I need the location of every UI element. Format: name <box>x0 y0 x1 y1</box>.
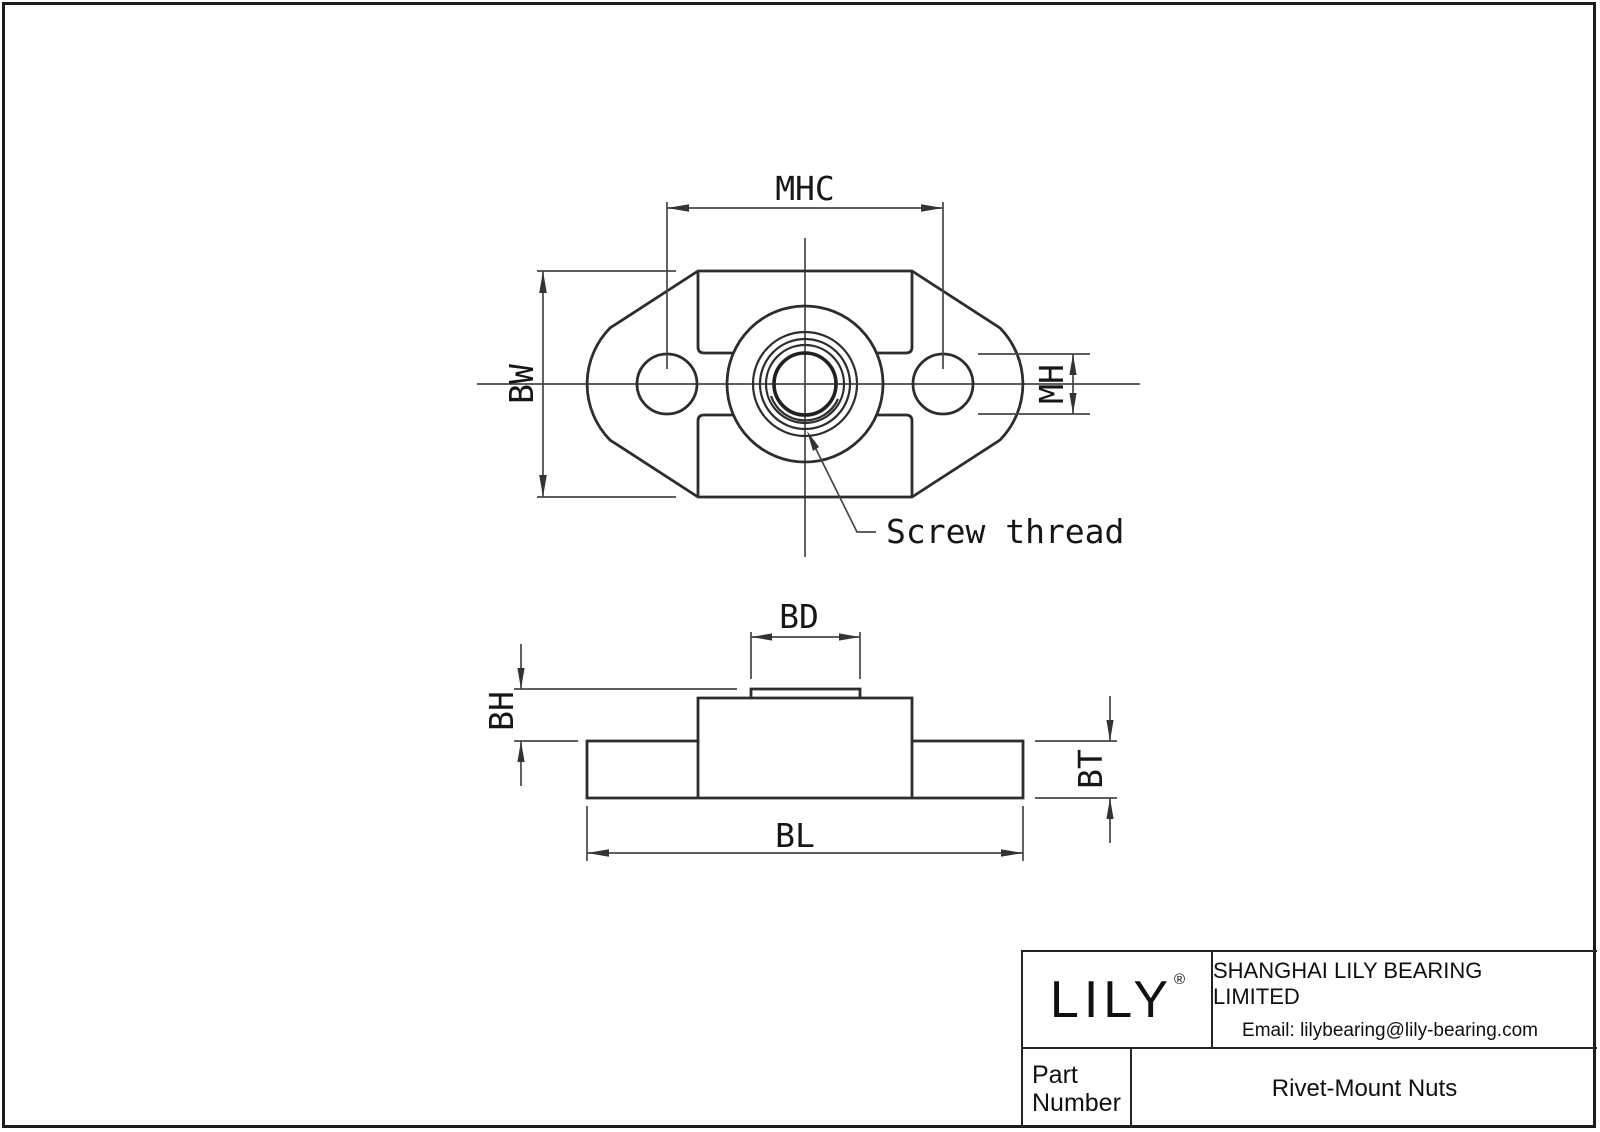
bt-arrow-bottom-icon <box>1106 798 1114 819</box>
bw-arrow-top-icon <box>539 271 547 293</box>
dimension-bd: BD <box>750 597 861 679</box>
mh-label: MH <box>1032 364 1071 404</box>
screw-thread-leader-line <box>811 440 876 533</box>
thread-circle-outer <box>751 330 859 438</box>
logo-cell: LILY® <box>1023 952 1213 1047</box>
tapped-hole-circle <box>772 351 838 417</box>
dimension-bh: BH <box>482 644 737 786</box>
dimension-mh: MH <box>978 353 1090 415</box>
part-number-label: Part Number <box>1032 1060 1121 1117</box>
bl-arrow-left-icon <box>587 849 609 857</box>
part-number-cell: Part Number <box>1023 1049 1132 1128</box>
dimension-bl: BL <box>586 806 1024 861</box>
bh-label: BH <box>482 691 521 731</box>
screw-thread-label: Screw thread <box>886 512 1124 551</box>
notch-bottom-right <box>876 413 914 497</box>
bh-arrow-top-icon <box>517 668 525 689</box>
dimension-bw: BW <box>502 270 676 498</box>
thread-partial-arc <box>769 395 840 422</box>
side-view <box>585 687 1025 800</box>
bd-arrow-left-icon <box>751 633 772 641</box>
notch-bottom-left <box>696 413 734 497</box>
part-name-cell: Rivet-Mount Nuts <box>1132 1049 1597 1128</box>
mhc-arrow-right-icon <box>921 204 943 212</box>
title-block-bottom-row: Part Number Rivet-Mount Nuts <box>1023 1049 1597 1128</box>
company-name: SHANGHAI LILY BEARING LIMITED <box>1213 957 1483 1009</box>
company-cell: SHANGHAI LILY BEARING LIMITED Email: lil… <box>1213 952 1597 1047</box>
bw-arrow-bottom-icon <box>539 475 547 497</box>
notch-top-right <box>876 271 914 355</box>
logo-wordmark: LILY <box>1049 970 1174 1029</box>
company-email: Email: lilybearing@lily-bearing.com <box>1242 1019 1538 1041</box>
side-profile-outline <box>585 696 1025 800</box>
thread-circle-mid <box>758 337 852 431</box>
mh-arrow-bottom-icon <box>1069 393 1077 414</box>
leader-arrowhead-icon <box>807 431 819 451</box>
boss-cap-outline <box>749 687 862 698</box>
dimension-bt: BT <box>1035 696 1117 843</box>
mhc-arrow-left-icon <box>667 204 689 212</box>
registered-trademark-icon: ® <box>1174 971 1186 989</box>
bt-arrow-top-icon <box>1106 720 1114 741</box>
notch-top-left <box>696 271 734 355</box>
bl-label: BL <box>775 816 815 855</box>
bh-arrow-bottom-icon <box>517 741 525 762</box>
mhc-label: MHC <box>775 169 835 208</box>
mh-arrow-top-icon <box>1069 354 1077 375</box>
bt-label: BT <box>1071 749 1110 789</box>
bl-arrow-right-icon <box>1001 849 1023 857</box>
thread-circle-inner <box>764 343 846 425</box>
boss-circle <box>725 304 885 464</box>
bd-arrow-right-icon <box>839 633 860 641</box>
company-logo: LILY® <box>1049 970 1186 1029</box>
title-block-top-row: LILY® SHANGHAI LILY BEARING LIMITED Emai… <box>1023 952 1597 1049</box>
dimension-mhc: MHC <box>666 169 944 369</box>
bw-label: BW <box>502 364 541 404</box>
bd-label: BD <box>779 597 819 636</box>
part-name: Rivet-Mount Nuts <box>1271 1074 1458 1102</box>
title-block: LILY® SHANGHAI LILY BEARING LIMITED Emai… <box>1021 950 1597 1128</box>
